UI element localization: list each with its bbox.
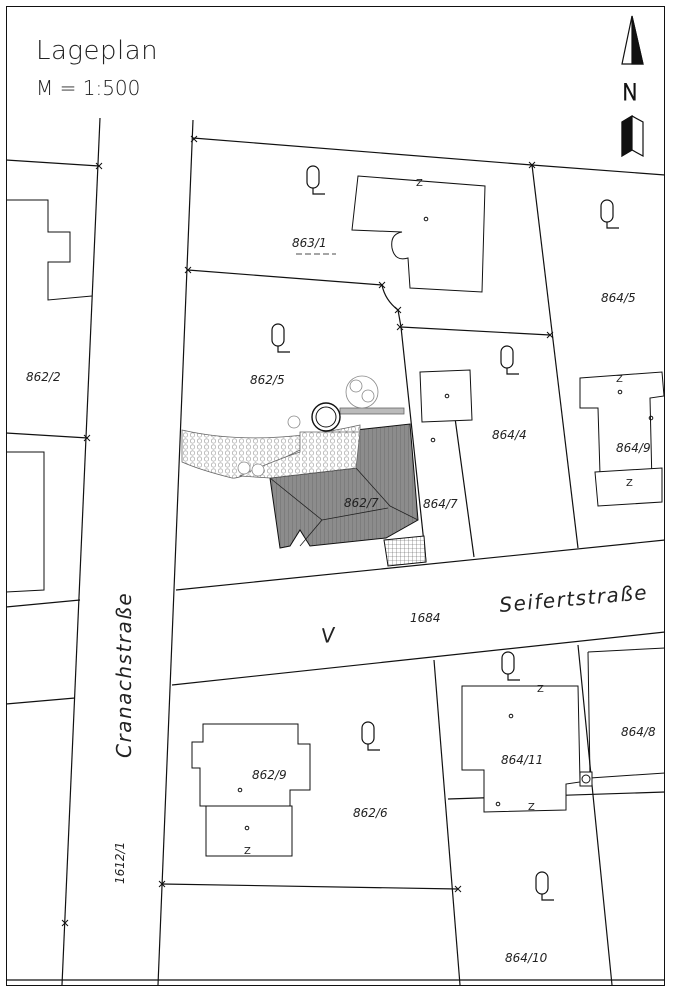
parcel-label-864-9: 864/9 [616,441,651,455]
svg-text:Z: Z [416,178,423,189]
garden-trees [237,375,379,477]
parcel-label-864-10: 864/10 [505,951,548,965]
parcel-label-864-5: 864/5 [601,291,636,305]
garden-path [181,402,405,479]
parcel-label-864-4: 864/4 [492,428,527,442]
parcel-label-863-1: 863/1 [292,236,327,250]
street-label-seifert: Seifertstraße [498,580,649,617]
map-frame [6,6,665,986]
plan-scale: M = 1:500 [36,76,141,100]
small-structure [579,771,593,787]
north-arrow-icon: N N [621,15,644,158]
plan-title: Lageplan [36,36,159,66]
street-mark-v: V [320,623,338,648]
svg-text:Z: Z [537,684,544,695]
north-letter: N [622,81,638,106]
svg-text:Z: Z [616,374,623,385]
north-letter-outline: N [622,81,638,106]
parcel-label-862-5: 862/5 [250,373,285,387]
svg-text:Z: Z [626,478,633,489]
parcel-label-862-2: 862/2 [26,370,61,384]
building-z-markers: Z Z Z Z Z Z [244,178,633,857]
parcel-label-862-9: 862/9 [252,768,287,782]
boundary-points [61,135,554,927]
svg-text:Z: Z [528,802,535,813]
svg-text:Z: Z [244,846,251,857]
parcel-label-1684: 1684 [410,611,441,625]
parcel-labels: 863/1 862/2 862/5 862/7 864/7 864/4 864/… [26,236,656,965]
parcel-label-864-11: 864/11 [501,753,543,767]
street-label-cranach: Cranachstraße [112,592,136,758]
existing-buildings [5,175,666,857]
street-lines [5,117,666,986]
parcel-label-1612-1: 1612/1 [113,842,127,884]
parcel-label-864-7: 864/7 [423,497,458,511]
parcel-label-864-8: 864/8 [621,725,656,739]
parcel-label-862-6: 862/6 [353,806,388,820]
parcel-label-862-7: 862/7 [344,496,379,510]
